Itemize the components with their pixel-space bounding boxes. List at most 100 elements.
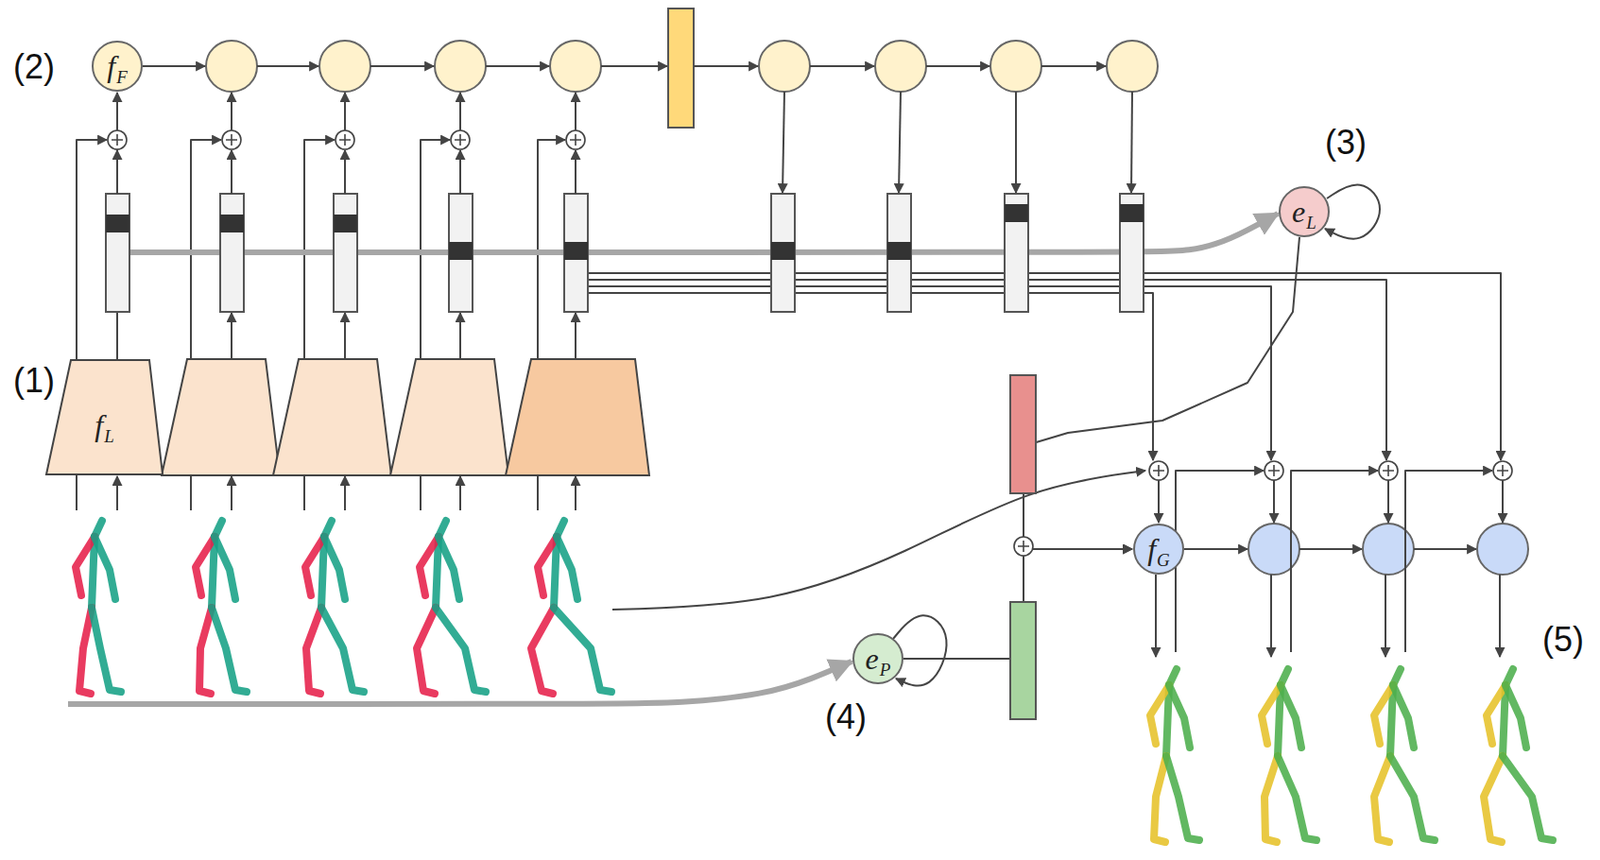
rnn-cell (206, 40, 258, 92)
decoder-input (1501, 480, 1504, 523)
encoder-trapezoid (273, 359, 392, 476)
skeleton-limb (91, 607, 121, 692)
output-arrow (1015, 91, 1017, 193)
hidden-state-bar (668, 8, 694, 128)
skeleton-limb (1280, 685, 1302, 748)
node-shape (45, 359, 164, 476)
sum-symbol (1493, 461, 1513, 481)
symbol-text: f (94, 408, 104, 444)
skeleton-limb (1277, 756, 1317, 841)
feedback-connection (1175, 470, 1264, 653)
subscript-text: L (1306, 212, 1317, 234)
skeleton-limb (1486, 685, 1506, 744)
callout-number: (4) (825, 697, 867, 738)
node-outline (1279, 187, 1329, 237)
vector-connection (587, 286, 1272, 461)
sum-symbol (335, 130, 355, 150)
sum-symbol (450, 130, 470, 150)
decoder-cell: fG (1133, 523, 1185, 575)
skeleton-limb (1502, 756, 1553, 841)
pose-sequence-flow (68, 661, 852, 705)
feature-arrow (574, 312, 577, 360)
feature-vector (1004, 193, 1029, 312)
latent-encoder: eL (1278, 186, 1330, 238)
recurrent-arrow (1413, 548, 1477, 551)
subscript-text: G (1156, 550, 1170, 571)
symbol-text: e (1291, 194, 1306, 230)
rnn-cell (1106, 40, 1158, 92)
feature-arrow (230, 92, 233, 131)
vector-active-cell (1119, 204, 1144, 223)
skeleton-limb (199, 607, 212, 694)
observed-pose (75, 520, 121, 694)
sum-cross (1152, 464, 1165, 477)
sum-cross (1017, 540, 1030, 552)
vector-active-cell (220, 214, 244, 233)
skeleton-limb (94, 536, 116, 600)
feature-arrow (459, 92, 462, 131)
rnn-cell (758, 40, 810, 92)
symbol-text: f (1147, 532, 1156, 568)
decoder-input (1387, 480, 1390, 523)
sum-cross (339, 134, 351, 146)
feature-arrow (344, 92, 346, 131)
feature-vector (105, 193, 130, 312)
observed-pose (416, 520, 486, 694)
skeleton-limb (1393, 685, 1414, 748)
node-outline (1134, 524, 1184, 574)
subscript-text: L (103, 426, 115, 448)
output-arrow (782, 91, 785, 193)
observed-pose (195, 520, 247, 694)
sum-symbol (566, 130, 585, 150)
vector-connection (587, 273, 1501, 461)
feature-arrow (574, 150, 577, 194)
vector-connection (587, 292, 1153, 461)
observed-pose (531, 520, 612, 694)
sum-symbol (1378, 461, 1398, 481)
recurrent-arrow (1299, 548, 1362, 551)
input-arrow (116, 476, 119, 511)
rnn-cell: fF (91, 40, 143, 92)
feedback-connection (1290, 470, 1378, 653)
decoder-cell (1477, 523, 1529, 575)
output-arrow (1131, 91, 1133, 193)
sequence-flow (130, 213, 1278, 253)
sum-circle (222, 130, 241, 150)
sum-cross (111, 134, 123, 146)
recurrent-arrow (601, 65, 668, 68)
vector-active-cell (771, 241, 795, 260)
skeleton-limb (553, 607, 612, 692)
decoder-input (1273, 480, 1275, 523)
rnn-cell (875, 40, 927, 92)
recurrent-arrow (370, 65, 434, 68)
feature-vector (333, 193, 358, 312)
skeleton-limb (214, 536, 236, 600)
predicted-pose (1483, 669, 1553, 843)
node-label: fG (1133, 532, 1185, 568)
skeleton-limb (1374, 756, 1391, 843)
skeleton-limb (306, 607, 322, 694)
sum-cross (1496, 464, 1509, 477)
sum-cross (1268, 464, 1280, 477)
callout-number: (1) (13, 361, 55, 401)
pose-encoder: eP (852, 633, 904, 685)
sum-symbol (1149, 461, 1169, 481)
latent-bar (1010, 375, 1036, 494)
recurrent-arrow (926, 65, 990, 68)
observed-pose (305, 520, 364, 694)
recurrent-arrow (257, 65, 319, 68)
skeleton-limb (321, 607, 364, 692)
feature-arrow (344, 150, 346, 194)
skeleton-limb (556, 536, 578, 600)
sum-cross (225, 134, 238, 146)
sum-symbol (1264, 461, 1284, 481)
self-loop (1324, 184, 1380, 239)
predicted-pose (1150, 669, 1200, 843)
recurrent-arrow (142, 65, 206, 68)
encoder-trapezoid (505, 359, 650, 476)
feature-vector (448, 193, 473, 312)
node-label: fL (45, 408, 164, 444)
sum-circle (1149, 461, 1169, 481)
vector-active-cell (887, 241, 912, 260)
